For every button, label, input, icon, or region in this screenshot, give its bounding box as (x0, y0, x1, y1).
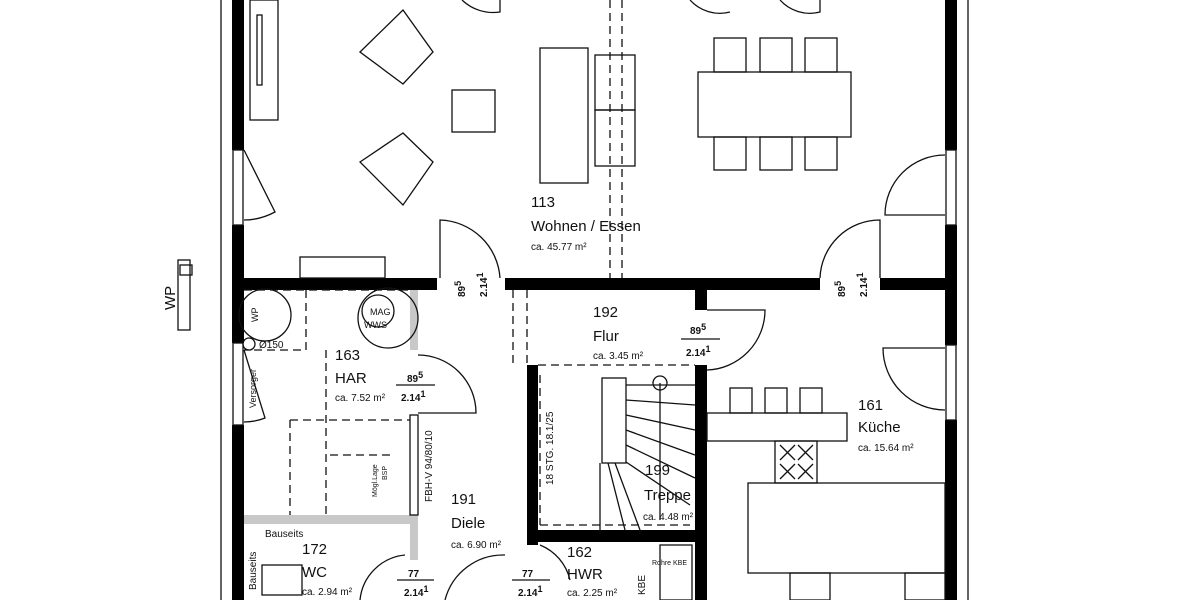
room-area: ca. 2.25 m² (567, 588, 618, 599)
room-name: Flur (593, 328, 619, 345)
svg-text:2.141: 2.141 (518, 584, 542, 599)
room-161: 161 Küche ca. 15.64 m² (858, 397, 914, 454)
rohre-kbe-label: Rohre KBE (652, 560, 687, 567)
svg-text:2.141: 2.141 (404, 584, 428, 599)
pipe-diameter-label: Ø150 (259, 340, 284, 351)
bsp-label: BSP (382, 466, 389, 480)
room-number: 199 (645, 462, 670, 479)
room-name: HWR (567, 566, 603, 583)
room-area: ca. 4.48 m² (643, 512, 694, 523)
room-name: WC (302, 564, 327, 581)
room-area: ca. 3.45 m² (593, 351, 644, 362)
room-area-backdrop (565, 587, 629, 599)
svg-text:77: 77 (522, 569, 534, 580)
room-162: 162 HWR ca. 2.25 m² (565, 544, 629, 599)
door-dim-wc: 77 2.141 (397, 569, 434, 599)
mag-label: MAG (370, 307, 391, 317)
wws-label: WWS (364, 320, 387, 330)
svg-text:895: 895 (453, 281, 468, 297)
staircase (599, 377, 696, 531)
room-number: 172 (302, 541, 327, 558)
svg-text:77: 77 (408, 569, 420, 580)
room-name: Diele (451, 515, 485, 532)
room-199: 199 Treppe ca. 4.48 m² (643, 462, 694, 523)
room-number: 163 (335, 347, 360, 364)
svg-text:895: 895 (833, 281, 848, 297)
room-name: Wohnen / Essen (531, 218, 641, 235)
walls (232, 0, 957, 600)
bauseits-top-label: Bauseits (265, 529, 303, 540)
room-area: ca. 7.52 m² (335, 393, 386, 404)
room-name: Treppe (644, 487, 691, 504)
fbh-label: FBH-V 94/80/10 (424, 430, 435, 502)
svg-text:2.141: 2.141 (686, 344, 710, 359)
door-swings (359, 0, 946, 600)
moegl-lage-label: Mögl.Lage (372, 464, 379, 497)
door-dim-hwr: 77 2.141 (512, 569, 550, 599)
wp-outside-label: WP (162, 286, 179, 310)
svg-text:2.141: 2.141 (475, 273, 490, 297)
room-area: ca. 15.64 m² (858, 443, 914, 454)
room-192: 192 Flur ca. 3.45 m² (593, 304, 644, 362)
room-area: ca. 6.90 m² (451, 540, 502, 551)
bauseits-side-label: Bauseits (248, 552, 259, 590)
room-area: ca. 2.94 m² (302, 587, 353, 598)
room-name: Küche (858, 419, 901, 436)
furniture (238, 0, 946, 600)
door-dim-har: 895 2.141 (396, 370, 435, 404)
svg-text:895: 895 (407, 370, 423, 385)
room-number: 191 (451, 491, 476, 508)
room-191: 191 Diele ca. 6.90 m² (451, 491, 502, 551)
room-number: 162 (567, 544, 592, 561)
svg-text:895: 895 (690, 322, 706, 337)
windows (232, 149, 957, 426)
room-name: HAR (335, 370, 367, 387)
dashed-lines (244, 0, 695, 526)
door-dim-113-right: 895 2.141 (833, 273, 870, 297)
room-163: 163 HAR ca. 7.52 m² (335, 347, 386, 404)
kbe-label: KBE (637, 575, 648, 595)
room-113: 113 Wohnen / Essen ca. 45.77 m² (531, 194, 641, 253)
room-172: 172 WC ca. 2.94 m² (302, 541, 353, 598)
svg-text:2.141: 2.141 (855, 273, 870, 297)
room-area: ca. 45.77 m² (531, 242, 587, 253)
versorgung-label: Versorger (248, 369, 258, 408)
room-number: 161 (858, 397, 883, 414)
door-dim-flur: 895 2.141 (681, 322, 720, 359)
wp-label: WP (250, 308, 260, 323)
room-number: 192 (593, 304, 618, 321)
room-number: 113 (531, 194, 555, 211)
stair-info-label: 18 STG. 18.1/25 (545, 411, 556, 485)
outdoor-heat-pump: WP (162, 259, 193, 331)
svg-text:2.141: 2.141 (401, 389, 425, 404)
door-dim-113-left: 895 2.141 (453, 273, 490, 297)
